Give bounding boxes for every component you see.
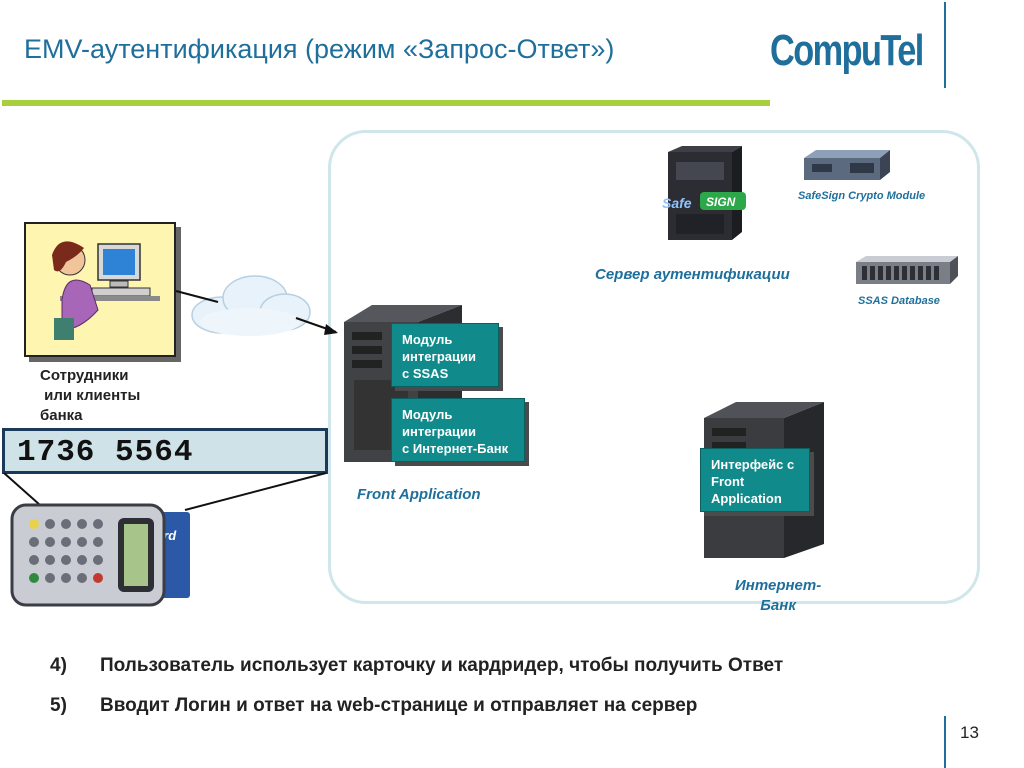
user-illustration-frame [24,222,176,357]
page-divider [944,716,946,768]
internet-bank-label: Интернет- Банк [735,577,822,614]
code-value: 1736 5564 [17,435,194,470]
ssas-database-label: SSAS Database [858,295,940,307]
step-text: Пользователь использует карточку и кардр… [100,655,784,676]
logo-divider [944,2,946,88]
title-underline [2,100,770,106]
svg-text:ard: ard [156,528,177,543]
card-reader-icon: ard [10,503,190,607]
code-display: 1736 5564 [2,428,328,474]
step-number: 5) [50,695,67,716]
ssas-integration-module: Модуль интеграции с SSAS [391,323,499,387]
internet-cloud-icon [191,275,311,336]
auth-server-label: Сервер аутентификации [595,266,790,283]
front-application-interface: Интерфейс с Front Application [700,448,810,512]
step-number: 4) [50,655,67,676]
user-label: Сотрудники или клиенты банка [40,367,141,424]
internet-bank-integration-module: Модуль интеграции с Интернет-Банк [391,398,525,462]
slide-title: EMV-аутентификация (режим «Запрос-Ответ»… [24,34,615,64]
page-number: 13 [960,723,979,742]
front-application-label: Front Application [357,486,481,503]
crypto-module-label: SafeSign Crypto Module [798,190,926,202]
computel-logo: CompuTel [770,26,924,75]
step-text: Вводит Логин и ответ на web-странице и о… [100,695,698,716]
